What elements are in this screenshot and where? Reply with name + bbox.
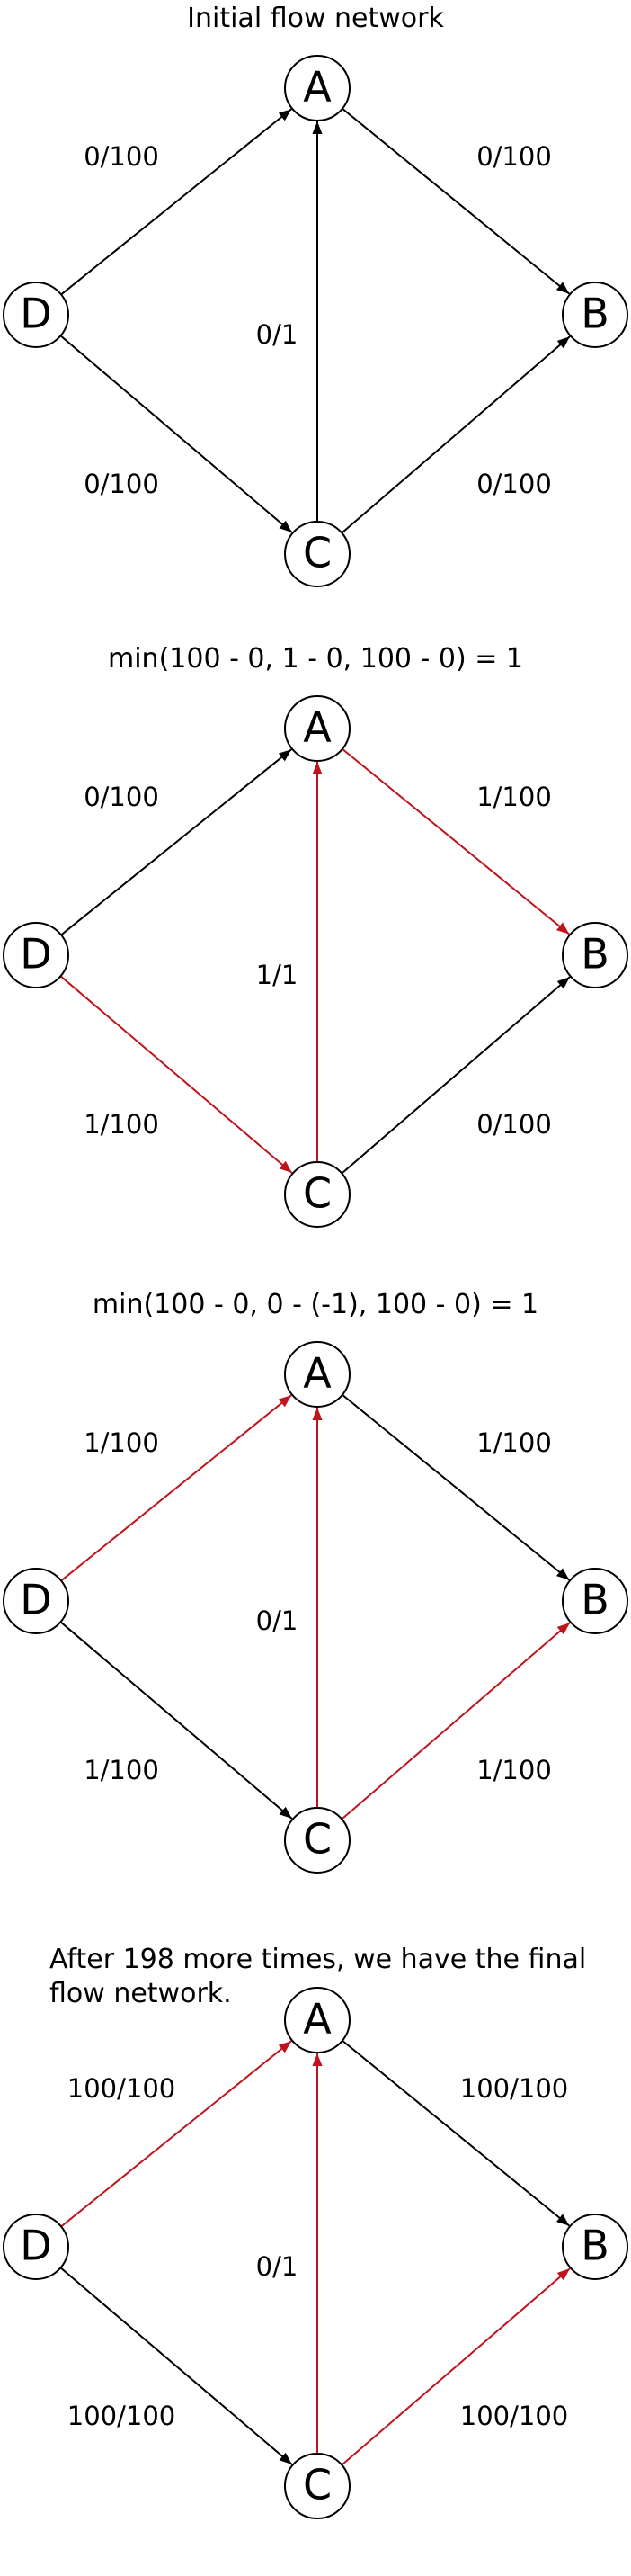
edge-c-to-b — [341, 976, 571, 1175]
edge-label-c-b: 100/100 — [460, 2401, 568, 2431]
node-b: B — [562, 922, 628, 988]
edge-d-to-a — [60, 1394, 292, 1582]
edge-label-d-c: 1/100 — [84, 1755, 159, 1785]
node-d: D — [3, 922, 69, 988]
flow-network-diagram: 0/100 0/100 0/1 0/100 0/100 A B C D — [3, 55, 628, 587]
edge-d-to-c — [59, 2267, 293, 2465]
node-a: A — [284, 695, 351, 762]
edge-a-to-b — [342, 2039, 570, 2227]
flow-panel-4: After 198 more times, we have the final … — [0, 1932, 631, 2576]
edge-a-to-b — [342, 107, 570, 295]
node-label: C — [303, 529, 332, 577]
edge-d-to-c — [59, 1621, 293, 1820]
node-b: B — [562, 1568, 628, 1634]
node-a: A — [284, 55, 351, 121]
edge-label-c-a: 0/1 — [256, 319, 298, 350]
edge-d-to-c — [59, 335, 293, 533]
flow-network-diagram: 100/100 100/100 0/1 100/100 100/100 A B C D — [3, 1987, 628, 2519]
edge-label-a-b: 100/100 — [460, 2073, 568, 2104]
edge-label-c-b: 0/100 — [476, 469, 552, 499]
edge-label-d-a: 0/100 — [84, 141, 159, 172]
node-label: D — [20, 930, 51, 979]
panel-caption: min(100 - 0, 1 - 0, 100 - 0) = 1 — [108, 643, 523, 675]
node-label: D — [20, 2222, 51, 2270]
flow-network-diagram: 1/100 1/100 0/1 1/100 1/100 A B C D — [3, 1341, 628, 1874]
node-b: B — [562, 282, 628, 348]
node-d: D — [3, 282, 69, 348]
node-a: A — [284, 1987, 351, 2053]
edge-d-to-a — [60, 2040, 292, 2228]
edge-label-c-b: 0/100 — [476, 1109, 552, 1140]
edge-c-to-b — [341, 1622, 571, 1820]
edge-label-d-c: 1/100 — [84, 1109, 159, 1140]
edge-d-to-a — [60, 108, 292, 296]
flow-network-diagram: 0/100 1/100 1/1 1/100 0/100 A B C D — [3, 695, 628, 1228]
edge-c-to-b — [341, 2267, 571, 2466]
node-label: D — [20, 290, 51, 338]
edge-d-to-a — [60, 748, 292, 936]
node-c: C — [284, 1807, 351, 1874]
node-label: B — [581, 2222, 609, 2270]
node-label: B — [581, 930, 609, 979]
edge-label-a-b: 1/100 — [476, 782, 552, 812]
edge-label-d-c: 100/100 — [67, 2401, 175, 2431]
node-d: D — [3, 2214, 69, 2280]
node-label: C — [303, 1815, 332, 1864]
flow-panel-3: min(100 - 0, 0 - (-1), 100 - 0) = 1 1/10… — [0, 1286, 631, 1930]
node-label: B — [581, 1576, 609, 1624]
edge-a-to-b — [342, 747, 570, 935]
edge-label-d-a: 0/100 — [84, 782, 159, 812]
node-label: D — [20, 1576, 51, 1624]
node-label: A — [303, 703, 332, 752]
edge-label-d-a: 100/100 — [67, 2073, 175, 2104]
node-label: C — [303, 2461, 332, 2509]
edge-d-to-c — [59, 975, 293, 1174]
panel-caption: After 198 more times, we have the final … — [49, 1944, 587, 2009]
node-b: B — [562, 2214, 628, 2280]
edge-a-to-b — [342, 1393, 570, 1581]
node-c: C — [284, 521, 351, 587]
edge-label-d-c: 0/100 — [84, 469, 159, 499]
node-label: B — [581, 290, 609, 338]
node-d: D — [3, 1568, 69, 1634]
edge-label-c-a: 0/1 — [256, 2251, 298, 2282]
edge-label-a-b: 1/100 — [476, 1427, 552, 1458]
node-label: A — [303, 1995, 332, 2044]
node-label: A — [303, 1349, 332, 1398]
edge-c-to-b — [341, 335, 571, 534]
panel-caption: Initial flow network — [187, 3, 444, 34]
node-c: C — [284, 1161, 351, 1228]
edge-label-d-a: 1/100 — [84, 1427, 159, 1458]
edge-label-a-b: 0/100 — [476, 141, 552, 172]
node-a: A — [284, 1341, 351, 1408]
flow-panel-2: min(100 - 0, 1 - 0, 100 - 0) = 1 0/100 1/… — [0, 640, 631, 1284]
edge-label-c-b: 1/100 — [476, 1755, 552, 1785]
node-label: C — [303, 1169, 332, 1218]
edge-label-c-a: 0/1 — [256, 1606, 298, 1636]
edge-label-c-a: 1/1 — [256, 960, 298, 990]
panel-caption: min(100 - 0, 0 - (-1), 100 - 0) = 1 — [92, 1289, 539, 1320]
node-c: C — [284, 2453, 351, 2519]
node-label: A — [303, 63, 332, 112]
